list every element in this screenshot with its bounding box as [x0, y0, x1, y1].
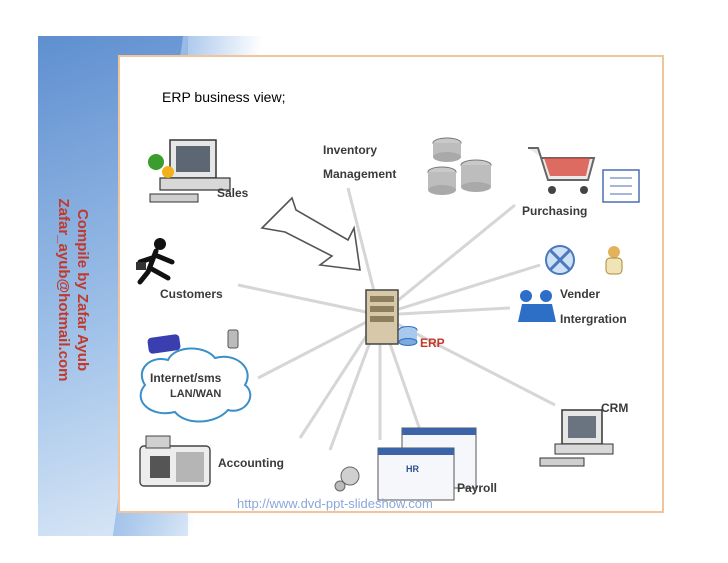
node-erp: ERP [420, 336, 445, 350]
internet-cloud-icon [139, 329, 252, 423]
customer-runner-icon [136, 238, 175, 285]
vendor-integration-icon [518, 245, 623, 322]
crm-computer-icon [539, 409, 614, 467]
shopping-cart-icon [528, 147, 640, 203]
node-lan-wan: LAN/WAN [170, 388, 222, 400]
node-hr: HR [406, 464, 419, 474]
node-management: Management [323, 167, 397, 181]
sales-computer-icon [148, 139, 231, 203]
slide-title: ERP business view; [162, 89, 286, 105]
hr-payroll-windows-icon [334, 427, 477, 501]
node-crm: CRM [601, 401, 629, 415]
database-stack-icon [427, 137, 492, 195]
node-purchasing: Purchasing [522, 204, 588, 218]
erp-server-icon [365, 289, 418, 346]
node-customers: Customers [160, 287, 223, 301]
node-sales: Sales [217, 186, 249, 200]
calculator-icon [139, 435, 211, 487]
footer-url: http://www.dvd-ppt-slideshow.com [237, 496, 433, 511]
node-internet-sms: Internet/sms [150, 371, 222, 385]
node-accounting: Accounting [218, 456, 284, 470]
node-vender: Vender [560, 287, 601, 301]
node-integration: Intergration [560, 312, 627, 326]
flow-arrow-icon [260, 196, 361, 271]
node-payroll: Payroll [457, 481, 498, 495]
node-inventory: Inventory [323, 143, 378, 157]
